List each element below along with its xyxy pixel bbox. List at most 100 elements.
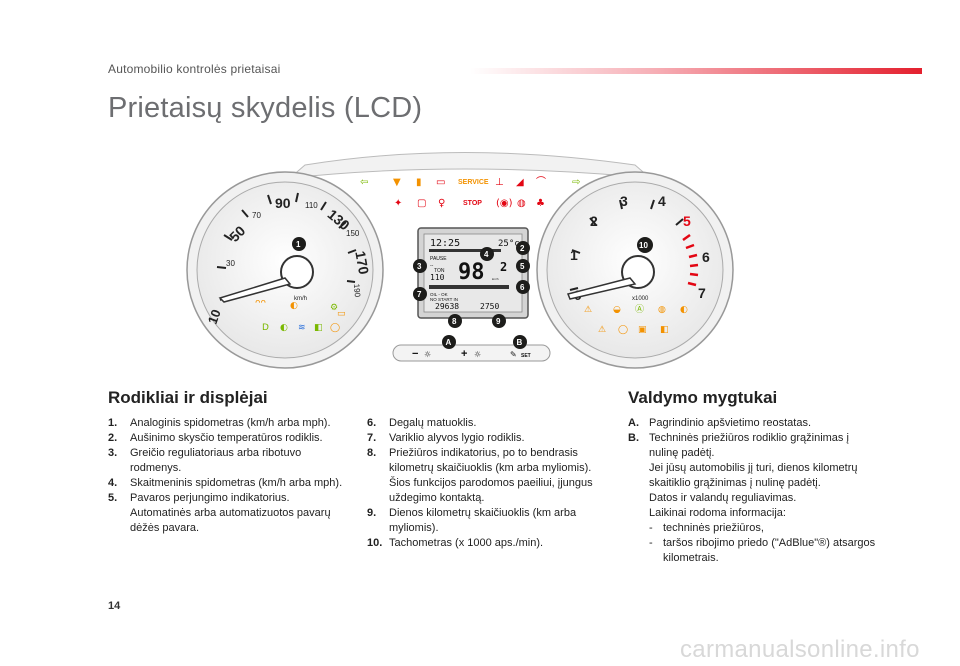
speedo-label-30: 30 — [226, 259, 235, 268]
b-text: Techninės priežiūros rodiklio grąžinimas… — [649, 432, 849, 459]
section-header: Automobilio kontrolės prietaisai — [108, 62, 281, 76]
tacho-label-2: 2 — [590, 213, 598, 229]
speedo-label-110: 110 — [305, 201, 318, 210]
stop-lamp: STOP — [463, 200, 482, 207]
lcd-trip: 2750 — [480, 302, 499, 311]
instrument-cluster-illustration: 10 30 50 70 90 110 130 150 170 190 km/h … — [186, 152, 734, 369]
svg-text:◍: ◍ — [517, 198, 526, 209]
callout-9: 9 — [496, 317, 501, 326]
tacho-unit: x1000 — [632, 296, 649, 302]
lcd-no-start: NO START IN — [430, 297, 458, 302]
svg-text:⚠: ⚠ — [598, 325, 606, 335]
callout-6: 6 — [520, 283, 525, 292]
lcd-pause: PAUSE — [430, 256, 447, 262]
dimmer-minus-button: − — [412, 348, 418, 360]
turn-left-icon: ⇦ — [360, 177, 368, 188]
tacho-label-7: 7 — [698, 285, 706, 301]
tacho-needle — [566, 277, 637, 300]
svg-text:◍: ◍ — [658, 305, 666, 315]
dimmer-minus-sun-icon: ☼ — [424, 350, 431, 359]
list-item: 9.Dienos kilometrų skaičiuoklis (km arba… — [367, 507, 577, 534]
watermark: carmanualsonline.info — [680, 636, 920, 663]
svg-text:◯: ◯ — [330, 323, 340, 333]
svg-text:(◉): (◉) — [496, 198, 513, 209]
svg-text:◧: ◧ — [660, 325, 669, 335]
svg-text:▼: ▼ — [393, 177, 401, 188]
lcd-dash: -- — [430, 263, 434, 269]
indicators-heading: Rodikliai ir displėjai — [108, 388, 268, 407]
svg-text:▮: ▮ — [416, 177, 422, 188]
left-warning-lamps: ᴖᴖ ◐ ⚙ ▭ D ◐ ≋ ◧ ◯ — [255, 298, 346, 333]
b-paragraph-4: Laikinai rodoma informacija: — [649, 507, 786, 519]
speedo-label-10: 10 — [205, 307, 224, 326]
list-item: 4.Skaitmeninis spidometras (km/h arba mp… — [108, 477, 343, 489]
tacho-label-3: 3 — [620, 193, 628, 209]
center-warning-lamps: ⇦ ▼ ▮ ▭ SERVICE ⊥ ◢ ⌒ ⇨ ✦ ▢ ♀ STOP (◉) ◍… — [360, 176, 580, 209]
callout-4: 4 — [484, 250, 489, 259]
tacho-tick-marks — [569, 199, 684, 291]
b-paragraph-3: Datos ir valandų reguliavimas. — [649, 492, 797, 504]
dimmer-plus-button: + — [461, 348, 467, 360]
svg-text:◐: ◐ — [290, 301, 298, 311]
list-item: 3.Greičio reguliatoriaus arba ribotuvo r… — [108, 447, 302, 474]
control-buttons: − ☼ + ☼ ✎ SET A B — [392, 335, 551, 362]
turn-right-icon: ⇨ — [572, 177, 580, 188]
list-item: 10.Tachometras (x 1000 aps./min). — [367, 537, 544, 549]
svg-text:✦: ✦ — [394, 198, 402, 209]
speedo-label-150: 150 — [346, 229, 360, 238]
callout-7: 7 — [417, 290, 422, 299]
lcd-odometer: 29638 — [435, 302, 459, 311]
list-item: 7.Variklio alyvos lygio rodiklis. — [367, 432, 525, 444]
header-accent-bar — [470, 68, 922, 74]
callout-b: B — [517, 338, 523, 347]
lcd-ton: TON — [434, 268, 445, 274]
list-item: 6.Degalų matuoklis. — [367, 417, 477, 429]
list-item: 1.Analoginis spidometras (km/h arba mph)… — [108, 417, 331, 429]
svg-text:▣: ▣ — [638, 325, 647, 335]
lcd-display: 12:25 25°c PAUSE -- TON 110 98 2 km/h OI… — [417, 227, 529, 319]
lcd-oil-ok: OIL - OK — [430, 292, 448, 297]
tacho-label-5: 5 — [683, 213, 691, 229]
svg-text:D: D — [262, 323, 269, 333]
callout-markers: 1 2 3 4 5 6 7 8 9 10 — [292, 237, 653, 328]
speedo-needle — [218, 277, 292, 303]
list-item-b: B. Techninės priežiūros rodiklio grąžini… — [628, 431, 878, 566]
speedo-unit: km/h — [294, 296, 307, 302]
callout-1: 1 — [296, 240, 301, 249]
callout-3: 3 — [417, 262, 422, 271]
svg-text:ᴖᴖ: ᴖᴖ — [255, 298, 267, 308]
lcd-time: 12:25 — [430, 238, 460, 249]
speedometer-dial: 10 30 50 70 90 110 130 150 170 190 km/h … — [186, 171, 384, 369]
svg-text:◒: ◒ — [613, 305, 621, 315]
list-item: 5.Pavaros perjungimo indikatorius. Autom… — [108, 492, 331, 534]
svg-text:♣: ♣ — [536, 198, 545, 209]
svg-text:◯: ◯ — [618, 325, 628, 335]
tachometer-dial: 0 1 2 3 4 5 6 7 x1000 ⚠ ◒ Ⓐ ◍ ◐ ⚠ ◯ ▣ ◧ — [536, 171, 734, 369]
page-title: Prietaisų skydelis (LCD) — [108, 92, 423, 124]
callout-8: 8 — [452, 317, 457, 326]
service-lamp: SERVICE — [458, 179, 489, 186]
right-warning-lamps: ⚠ ◒ Ⓐ ◍ ◐ ⚠ ◯ ▣ ◧ — [584, 304, 688, 335]
wrench-icon: ✎ — [510, 350, 517, 359]
lcd-gear: 2 — [500, 260, 507, 274]
callout-2: 2 — [520, 244, 525, 253]
dimmer-plus-sun-icon: ☼ — [474, 350, 481, 359]
speedo-tick-marks — [216, 192, 357, 301]
svg-text:⚙: ⚙ — [330, 303, 338, 313]
tacho-label-1: 1 — [570, 247, 578, 263]
indicators-list-col2: 6.Degalų matuoklis. 7.Variklio alyvos ly… — [367, 416, 605, 551]
svg-text:◐: ◐ — [680, 305, 688, 315]
svg-text:⊥: ⊥ — [495, 177, 504, 188]
speedo-label-70: 70 — [252, 211, 261, 220]
controls-heading: Valdymo mygtukai — [628, 388, 778, 407]
b-paragraph-2: Jei jūsų automobilis jį turi, dienos kil… — [649, 462, 858, 489]
tacho-label-6: 6 — [702, 249, 710, 265]
lcd-speed: 98 — [458, 260, 485, 285]
speedo-hub — [280, 255, 314, 289]
bullet-item: -techninės priežiūros, — [649, 522, 764, 534]
lcd-set-speed: 110 — [430, 273, 445, 282]
list-item: 8.Priežiūros indikatorius, po to bendras… — [367, 447, 593, 504]
list-item: 2.Aušinimo skysčio temperatūros rodiklis… — [108, 432, 323, 444]
tacho-label-4: 4 — [658, 193, 666, 209]
svg-text:▭: ▭ — [436, 177, 445, 188]
